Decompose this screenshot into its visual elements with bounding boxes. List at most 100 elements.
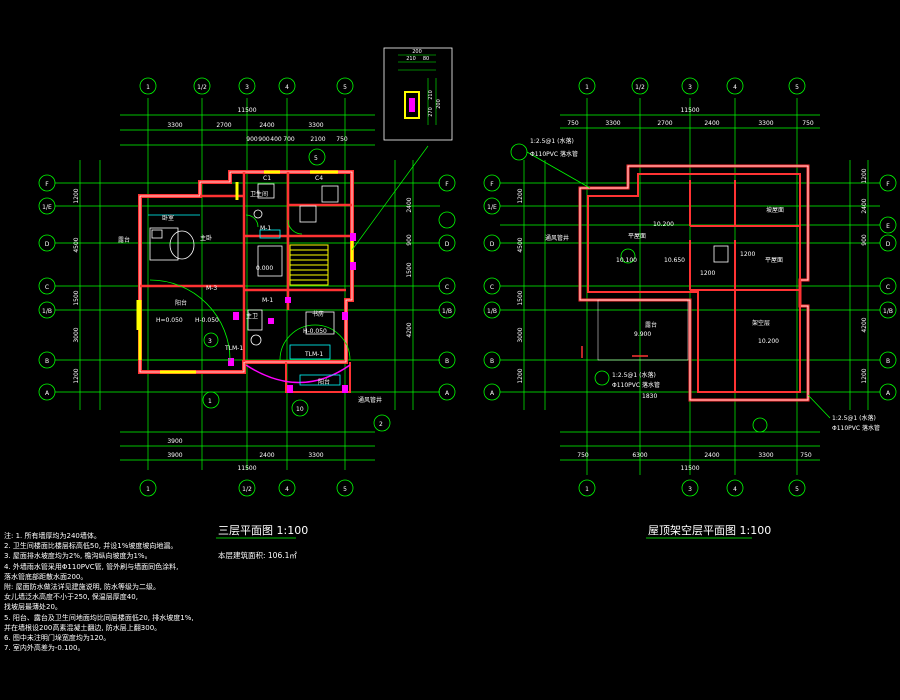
left-top-dim-2: 2700: [216, 122, 231, 129]
right-room-4: 露台: [645, 321, 657, 329]
right-axis-col-3-top: 3: [688, 84, 692, 91]
left-room-2: 主卧: [200, 234, 212, 242]
right-bottom-dim-3: 2400: [704, 452, 719, 459]
left-door-2: M-1: [262, 297, 273, 304]
right-room-5: 架空层: [752, 319, 770, 327]
right-pipe-note-1: 1:2.5@1 (水落): [530, 137, 574, 145]
right-top-dim-3: 2700: [657, 120, 672, 127]
right-bottom-dim-2: 6300: [632, 452, 647, 459]
left-door-1: M-1: [260, 225, 271, 232]
left-sub-dim-6: 750: [336, 136, 348, 143]
note-line-7: 女儿墙泛水高度不小于250, 保温层厚度40,: [4, 593, 138, 602]
right-pipe-note-4: Φ110PVC 落水管: [612, 381, 660, 389]
left-axis-col-3-bottom: 1/2: [242, 486, 252, 493]
left-axis-row-1E: 1/E: [42, 204, 52, 211]
detail-dim-6: 200: [436, 99, 442, 109]
left-axis-row-F-right: F: [445, 181, 449, 188]
left-top-dim-1: 3300: [167, 122, 182, 129]
left-right-dim-4: 4200: [406, 322, 413, 337]
general-notes: 注: 1. 所有墙厚均为240墙体。 2. 卫生间楼面比楼层标高低50, 并设1…: [4, 531, 304, 653]
right-top-dim-4: 2400: [704, 120, 719, 127]
left-level-4: H-0.050: [303, 328, 327, 335]
left-floor-plan: [38, 77, 456, 497]
note-line-1: 注: 1. 所有墙厚均为240墙体。: [4, 532, 101, 540]
detail-dim-2: 210: [406, 56, 416, 62]
left-detail-ref-4: 10: [296, 406, 304, 413]
left-plan-area: 本层建筑面积: 106.1㎡: [218, 550, 297, 560]
left-axis-col-4-bottom: 4: [285, 486, 289, 493]
left-axis-col-2-top: 1/2: [197, 84, 207, 91]
right-axis-row-C: C: [490, 284, 494, 291]
note-line-12: 7. 室内外高差为-0.100。: [4, 644, 85, 653]
left-right-dim-1: 2400: [406, 197, 413, 212]
detail-dim-4: 210: [428, 90, 434, 100]
left-detail-ref-2: 1: [208, 398, 212, 405]
right-axis-row-B-right: B: [886, 358, 890, 365]
right-axis-row-1E: 1/E: [487, 204, 497, 211]
left-room-1: 卧室: [162, 214, 174, 222]
note-line-8: 找坡层最薄处20。: [4, 603, 62, 612]
left-room-4: 阳台: [318, 378, 330, 386]
left-axis-row-B: B: [45, 358, 49, 365]
right-dim-b: 1200: [700, 270, 715, 277]
detail-dim-3: 80: [423, 56, 429, 62]
left-room-3: 书房: [312, 310, 324, 318]
detail-callout-box: [383, 47, 453, 141]
right-right-dim-2: 2400: [861, 198, 868, 213]
right-axis-row-A-right: A: [886, 390, 891, 397]
left-room-6: 主卫: [246, 312, 258, 320]
left-overall-dim-bottom: 11500: [237, 465, 256, 472]
left-sub-dim-2: 900: [258, 136, 270, 143]
right-top-dim-1: 750: [567, 120, 579, 127]
left-axis-row-B-right: B: [445, 358, 449, 365]
left-axis-row-D: D: [45, 241, 50, 248]
left-left-dim-1: 1200: [73, 188, 80, 203]
right-right-dim-5: 1200: [861, 368, 868, 383]
left-top-dim-3: 2400: [259, 122, 274, 129]
right-axis-row-E-right: E: [886, 223, 890, 230]
right-overall-dim-top: 11500: [680, 107, 699, 114]
right-left-dim-2: 4500: [517, 237, 524, 252]
right-axis-row-F: F: [490, 181, 494, 188]
right-axis-col-1-bottom: 1: [585, 486, 589, 493]
left-axis-col-3-top: 3: [245, 84, 249, 91]
right-axis-row-D: D: [490, 241, 495, 248]
left-axis-row-1B-right: 1/B: [442, 308, 452, 315]
right-overall-dim-bottom: 11500: [680, 465, 699, 472]
note-line-9: 5. 阳台、露台及卫生间地面均比同层楼面低20, 排水坡度1%,: [4, 613, 194, 622]
right-pipe-note-3: 1:2.5@1 (水落): [612, 371, 656, 379]
right-axis-row-1B: 1/B: [487, 308, 497, 315]
right-right-dim-3: 900: [861, 234, 868, 246]
right-dim-a: 1830: [642, 393, 657, 400]
right-axis-row-B: B: [490, 358, 494, 365]
right-bottom-dim-4: 3300: [758, 452, 773, 459]
left-door-4: TLM-1: [304, 351, 323, 358]
left-axis-row-D-right: D: [445, 241, 450, 248]
right-axis-col-4-top: 4: [733, 84, 737, 91]
right-bottom-dim-5: 750: [800, 452, 812, 459]
left-room-5: 卫生间: [250, 190, 268, 198]
left-window-1: C1: [263, 175, 271, 182]
left-axis-row-C-right: C: [445, 284, 449, 291]
left-detail-num: 5: [314, 155, 318, 162]
left-left-dim-5: 1200: [73, 368, 80, 383]
right-right-dim-4: 4200: [861, 317, 868, 332]
right-level-3: 10.650: [664, 257, 685, 264]
right-level-2: 10.100: [616, 257, 637, 264]
note-line-11: 6. 图中未注明门垛宽度均为120。: [4, 634, 111, 643]
left-detail-ref-3: 2: [379, 421, 383, 428]
left-axis-row-A-right: A: [445, 390, 450, 397]
left-axis-col-5-top: 5: [343, 84, 347, 91]
left-window-2: C4: [315, 175, 323, 182]
left-right-dim-3: 1500: [406, 262, 413, 277]
left-left-dim-3: 1500: [73, 290, 80, 305]
left-level-3: H-0.050: [195, 317, 219, 324]
left-door-5: TLM-1: [224, 345, 243, 352]
left-overall-dim-top: 11500: [237, 107, 256, 114]
right-right-dim-1: 1200: [861, 168, 868, 183]
right-axis-col-1-top: 1: [585, 84, 589, 91]
right-axis-row-D-right: D: [886, 241, 891, 248]
left-axis-row-A: A: [45, 390, 50, 397]
left-level-2: 0.000: [256, 265, 273, 272]
